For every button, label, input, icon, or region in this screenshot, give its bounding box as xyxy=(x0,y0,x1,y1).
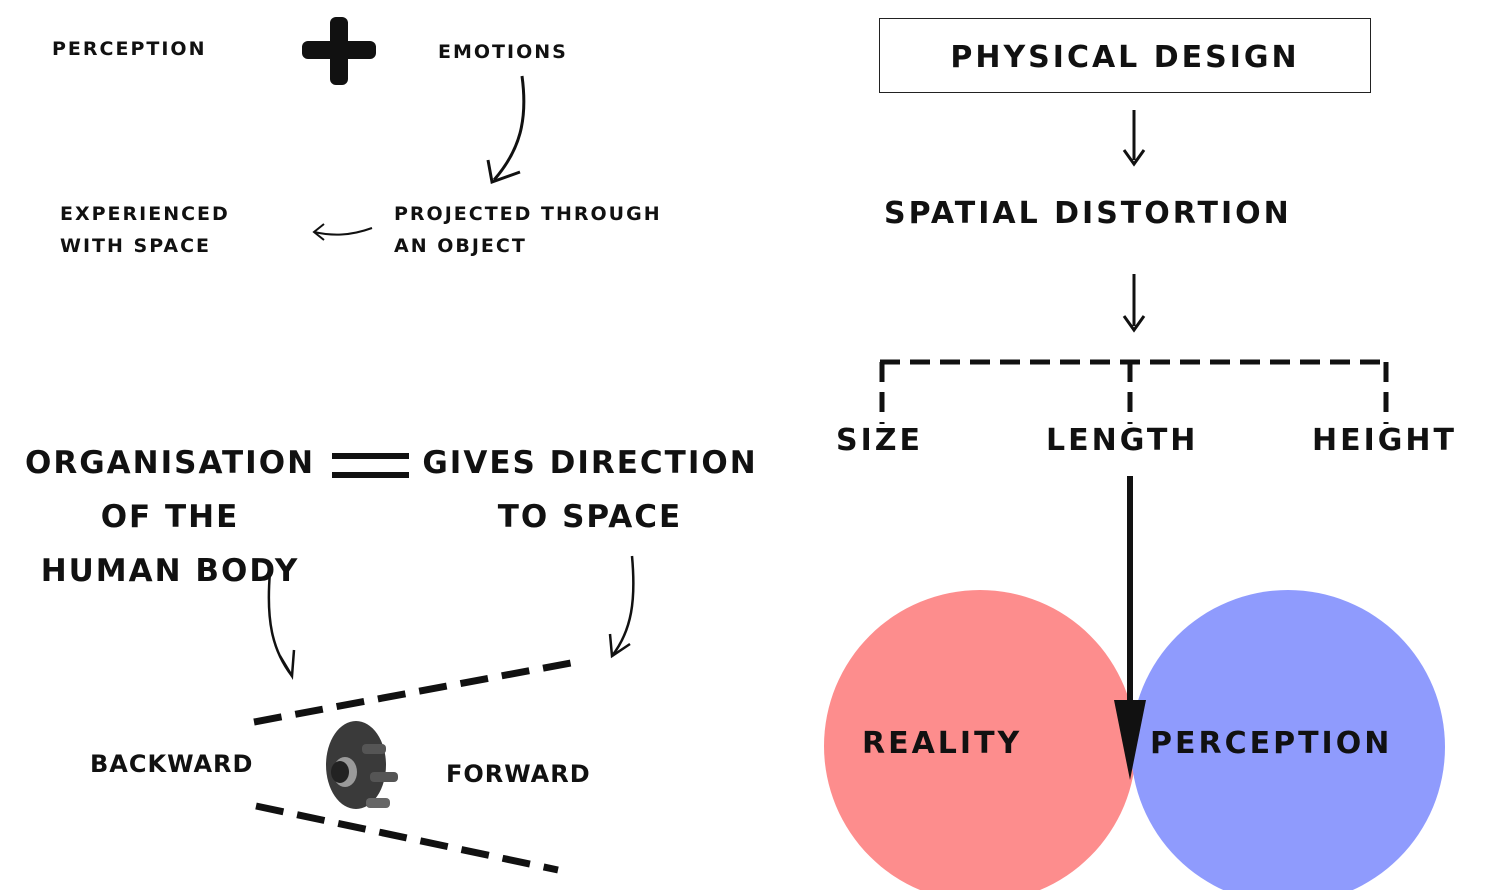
curved-arrowhead-3 xyxy=(608,633,631,659)
equals-icon xyxy=(332,453,409,478)
gives-line2: TO SPACE xyxy=(497,499,683,535)
gives-line1: GIVES DIRECTION xyxy=(422,445,758,481)
perception-circle-label: PERCEPTION xyxy=(1150,726,1393,761)
arrowhead-down-1 xyxy=(1122,149,1146,167)
curved-arrow-gives-direction xyxy=(611,555,635,657)
size-label: SIZE xyxy=(836,423,924,458)
physical-design-box xyxy=(879,18,1371,93)
curved-arrowhead-2 xyxy=(278,649,296,681)
organisation-line2: OF THE xyxy=(100,499,240,535)
small-arrowhead xyxy=(312,223,325,241)
physical-design-label: PHYSICAL DESIGN xyxy=(950,40,1300,75)
experienced-line1: EXPERIENCED xyxy=(60,203,230,225)
height-label: HEIGHT xyxy=(1312,423,1457,458)
gives-direction-to-space: GIVES DIRECTION TO SPACE xyxy=(420,436,760,544)
curved-arrowhead-1 xyxy=(486,159,521,185)
perception-label: PERCEPTION xyxy=(52,38,207,60)
arrowhead-down-2 xyxy=(1122,315,1146,333)
experienced-with-space: EXPERIENCED WITH SPACE xyxy=(60,198,230,262)
organisation-of-human-body: ORGANISATION OF THE HUMAN BODY xyxy=(20,436,320,598)
emotions-label: EMOTIONS xyxy=(438,41,568,63)
spatial-distortion-label: SPATIAL DISTORTION xyxy=(884,196,1292,231)
curved-arrow-emotions-to-projected xyxy=(492,75,526,181)
long-arrowhead xyxy=(1114,700,1146,780)
experienced-line2: WITH SPACE xyxy=(60,235,211,257)
person-top-view-figure xyxy=(326,721,398,809)
plus-icon xyxy=(302,17,376,85)
projected-through-object: PROJECTED THROUGH AN OBJECT xyxy=(394,198,662,262)
length-label: LENGTH xyxy=(1046,423,1199,458)
backward-label: BACKWARD xyxy=(90,750,254,778)
corridor-lower-line xyxy=(255,802,559,874)
organisation-line3: HUMAN BODY xyxy=(40,553,300,589)
perception-circle xyxy=(1131,590,1445,890)
reality-label: REALITY xyxy=(862,726,1023,761)
organisation-line1: ORGANISATION xyxy=(24,445,316,481)
corridor-upper-line xyxy=(253,658,577,726)
small-arrow-projected-to-experienced xyxy=(313,227,373,236)
projected-line2: AN OBJECT xyxy=(394,235,527,257)
projected-line1: PROJECTED THROUGH xyxy=(394,203,662,225)
reality-circle xyxy=(824,590,1136,890)
forward-label: FORWARD xyxy=(446,760,591,788)
dashed-branch-bracket xyxy=(879,359,1389,424)
